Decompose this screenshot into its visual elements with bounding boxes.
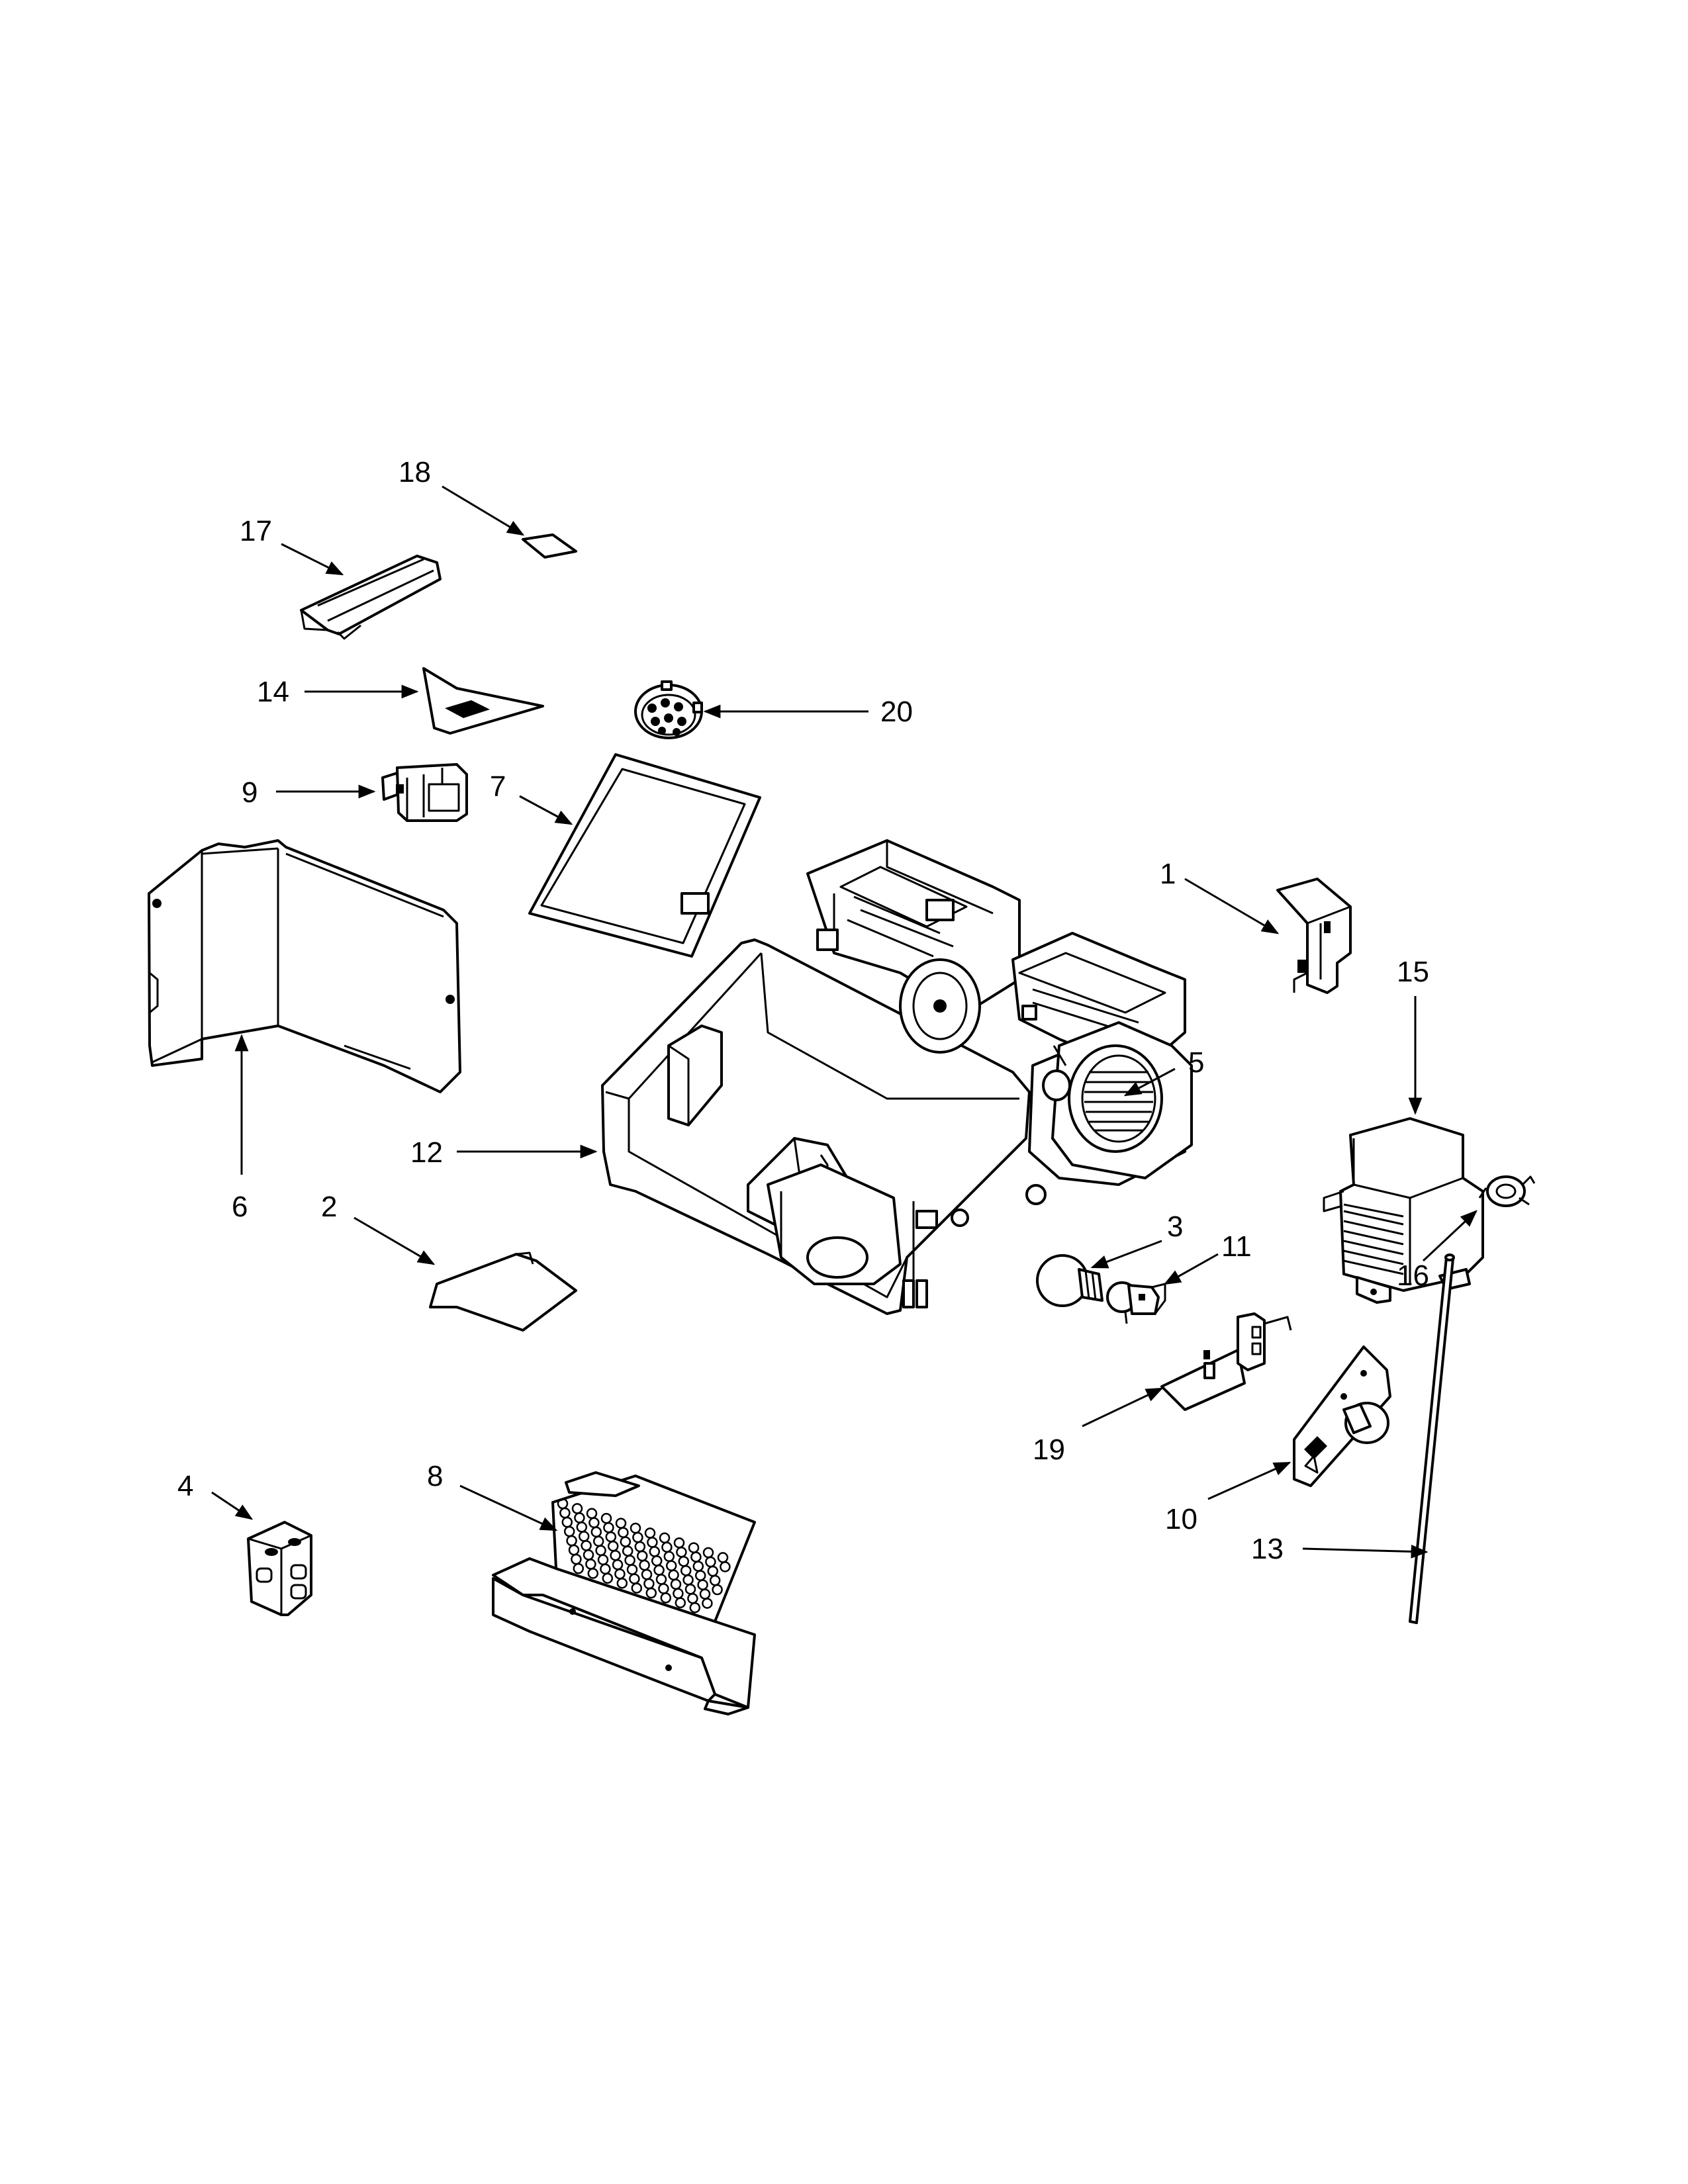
leader-1 — [1184, 878, 1280, 934]
mesh-hole — [702, 1599, 712, 1608]
part-2-plate — [430, 1253, 576, 1330]
part-19-circuit-board — [1162, 1314, 1291, 1410]
part-14-plate — [424, 668, 543, 733]
part-4-clip-bracket — [248, 1522, 311, 1615]
part-7-filter-frame — [530, 754, 760, 956]
mesh-hole — [632, 1584, 641, 1593]
mesh-hole — [574, 1564, 583, 1573]
callout-7: 7 — [490, 770, 506, 803]
callout-19: 19 — [1033, 1433, 1065, 1466]
callout-1: 1 — [1160, 858, 1176, 890]
callout-17: 17 — [240, 515, 272, 547]
callout-2: 2 — [321, 1191, 337, 1223]
part-15-transformer — [1324, 1118, 1483, 1302]
leader-17 — [281, 543, 344, 576]
callout-14: 14 — [257, 676, 289, 708]
part-1-bracket — [1278, 879, 1350, 993]
callout-15: 15 — [1397, 956, 1429, 988]
leader-18 — [442, 485, 525, 536]
callout-6: 6 — [232, 1191, 248, 1223]
mesh-hole — [647, 1588, 656, 1598]
callout-10: 10 — [1165, 1503, 1197, 1535]
leader-5 — [1123, 1068, 1176, 1097]
callout-8: 8 — [427, 1460, 443, 1492]
callout-13: 13 — [1251, 1533, 1284, 1565]
mesh-hole — [618, 1578, 627, 1588]
callout-4: 4 — [177, 1470, 193, 1502]
mesh-hole — [690, 1603, 700, 1612]
leader-16 — [1422, 1210, 1477, 1262]
leader-2 — [353, 1216, 436, 1265]
part-8-grease-filter — [493, 1473, 755, 1714]
mesh-hole — [720, 1562, 729, 1571]
part-13-rod — [1410, 1255, 1454, 1623]
leader-8 — [459, 1484, 558, 1531]
callout-3: 3 — [1167, 1210, 1183, 1243]
mesh-hole — [661, 1593, 671, 1602]
part-10-switch-plate — [1294, 1347, 1390, 1486]
part-18-label — [523, 535, 576, 557]
leader-19 — [1082, 1387, 1164, 1428]
mesh-hole — [588, 1569, 598, 1578]
mesh-hole — [713, 1585, 722, 1594]
leader-11 — [1163, 1253, 1219, 1285]
part-6-shield-panel — [149, 841, 460, 1092]
part-17-channel-cover — [301, 556, 440, 639]
leader-3 — [1090, 1240, 1162, 1269]
part-11-lamp-socket — [1107, 1283, 1165, 1324]
leader-13 — [1302, 1544, 1429, 1559]
leader-10 — [1207, 1461, 1291, 1500]
callout-20: 20 — [880, 696, 913, 728]
callout-9: 9 — [242, 776, 258, 809]
callout-5: 5 — [1188, 1046, 1204, 1079]
part-16-thermostat — [1479, 1177, 1534, 1206]
leader-lines — [211, 485, 1477, 1559]
callout-16: 16 — [1397, 1259, 1429, 1292]
leader-7 — [519, 795, 573, 825]
part-20-grille-disc — [635, 682, 702, 738]
leader-4 — [211, 1491, 254, 1520]
callout-labels: 18 17 14 20 9 7 6 12 1 5 15 2 3 11 16 19… — [177, 456, 1429, 1565]
mesh-hole — [676, 1598, 685, 1608]
callout-12: 12 — [410, 1136, 443, 1169]
callout-18: 18 — [399, 456, 431, 488]
part-5-blower-wheel — [1043, 1023, 1192, 1178]
mesh-hole — [603, 1574, 612, 1583]
filter-mesh — [558, 1499, 729, 1612]
part-3-lamp-bulb — [1037, 1255, 1102, 1306]
callout-11: 11 — [1221, 1230, 1252, 1263]
part-9-bracket — [383, 764, 467, 821]
